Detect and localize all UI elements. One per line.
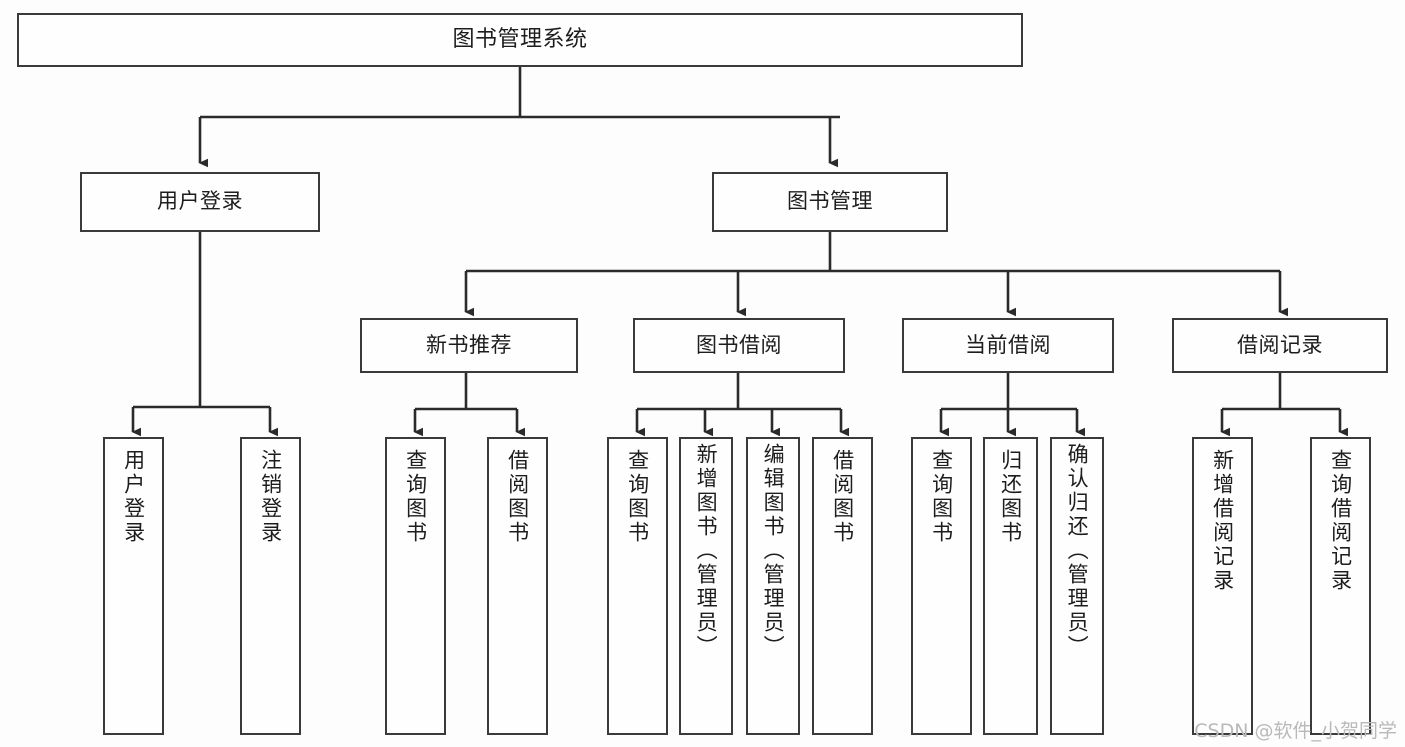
leaf-user-logout[interactable]: 注销登录 [240, 437, 301, 735]
node-user-login-label: 用户登录 [157, 189, 243, 214]
leaf-query-book-1[interactable]: 查询图书 [385, 437, 446, 735]
leaf-add-record[interactable]: 新增借阅记录 [1192, 437, 1253, 735]
node-current-borrow[interactable]: 当前借阅 [902, 318, 1114, 373]
leaf-user-logout-label: 注销登录 [258, 449, 283, 545]
leaf-confirm-return[interactable]: 确认归还（管理员） [1050, 437, 1104, 735]
node-new-book-rec-label: 新书推荐 [426, 332, 512, 357]
leaf-query-record-label: 查询借阅记录 [1328, 449, 1353, 593]
leaf-borrow-book-1[interactable]: 借阅图书 [487, 437, 548, 735]
node-root-label: 图书管理系统 [452, 26, 588, 52]
leaf-confirm-return-label: 确认归还（管理员） [1065, 443, 1090, 659]
node-borrow-record-label: 借阅记录 [1237, 332, 1323, 357]
leaf-edit-book[interactable]: 编辑图书（管理员） [746, 437, 800, 735]
leaf-query-book-2-label: 查询图书 [625, 449, 650, 545]
node-root[interactable]: 图书管理系统 [17, 13, 1023, 67]
node-book-manage-label: 图书管理 [787, 189, 873, 214]
leaf-borrow-book-1-label: 借阅图书 [505, 449, 530, 545]
leaf-borrow-book-2-label: 借阅图书 [830, 449, 855, 545]
leaf-add-record-label: 新增借阅记录 [1210, 449, 1235, 593]
leaf-query-book-3[interactable]: 查询图书 [911, 437, 972, 735]
node-borrow-record[interactable]: 借阅记录 [1172, 318, 1388, 373]
leaf-borrow-book-2[interactable]: 借阅图书 [812, 437, 873, 735]
node-book-borrow[interactable]: 图书借阅 [633, 318, 845, 373]
leaf-query-book-2[interactable]: 查询图书 [607, 437, 668, 735]
leaf-query-book-1-label: 查询图书 [403, 449, 428, 545]
leaf-return-book[interactable]: 归还图书 [983, 437, 1038, 735]
node-book-manage[interactable]: 图书管理 [712, 172, 948, 232]
node-new-book-rec[interactable]: 新书推荐 [360, 318, 578, 373]
leaf-query-book-3-label: 查询图书 [929, 449, 954, 545]
leaf-add-book[interactable]: 新增图书（管理员） [679, 437, 733, 735]
leaf-edit-book-label: 编辑图书（管理员） [761, 443, 786, 659]
watermark: CSDN @软件_小贺同学 [1194, 720, 1397, 742]
leaf-user-login[interactable]: 用户登录 [103, 437, 164, 735]
leaf-return-book-label: 归还图书 [998, 449, 1023, 545]
node-current-borrow-label: 当前借阅 [965, 332, 1051, 357]
node-book-borrow-label: 图书借阅 [696, 332, 782, 357]
leaf-query-record[interactable]: 查询借阅记录 [1310, 437, 1371, 735]
leaf-add-book-label: 新增图书（管理员） [694, 443, 719, 659]
leaf-user-login-label: 用户登录 [121, 449, 146, 545]
node-user-login[interactable]: 用户登录 [80, 172, 320, 232]
